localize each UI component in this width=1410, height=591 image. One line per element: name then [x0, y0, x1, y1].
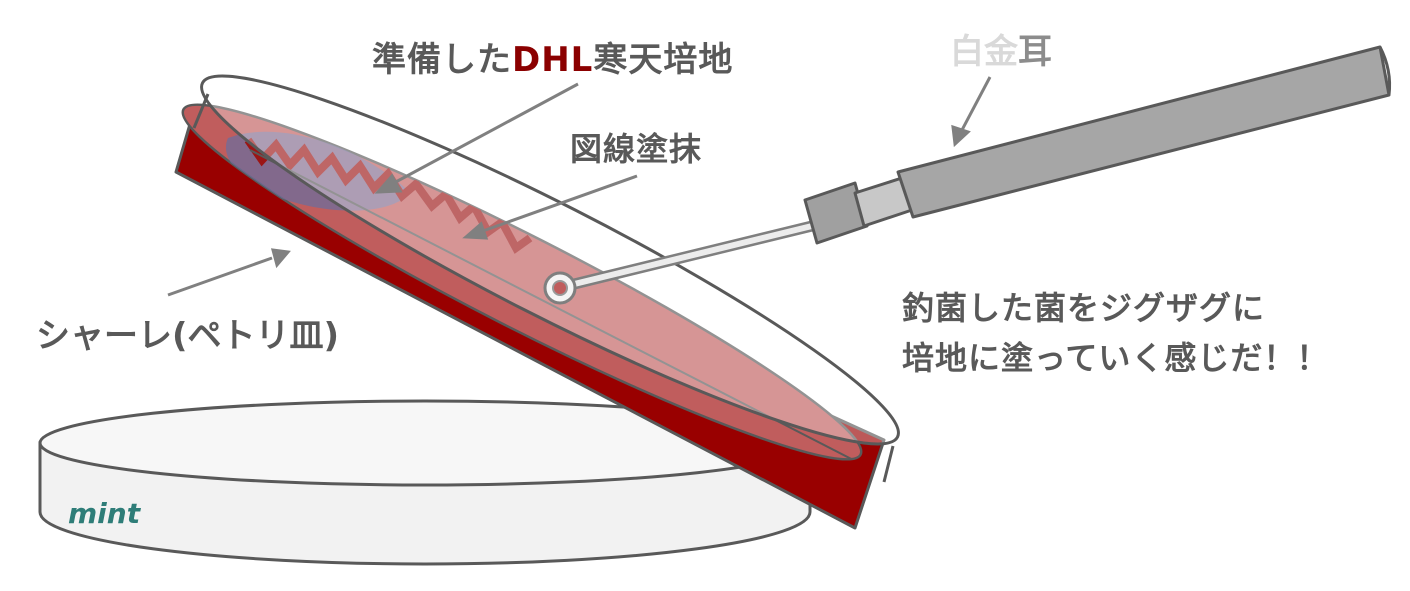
arrow-to-medium [391, 82, 579, 186]
streak-lines [244, 137, 533, 254]
label-streak-method: 図線塗抹 [570, 130, 703, 168]
loop-wire-highlight [559, 223, 815, 290]
dish-bottom [38, 399, 812, 566]
loop-ring-center [552, 280, 568, 296]
label-agar-medium-dhl: DHL [512, 40, 594, 80]
callout-arrows [167, 76, 992, 297]
arrow-to-dish [167, 256, 273, 297]
label-inoculation-loop: 白金耳 [950, 24, 1052, 73]
arrow-to-loop-head [951, 124, 971, 148]
description-text: 釣菌した菌をジグザグに培地に塗っていく感じだ！！ [902, 283, 1329, 383]
label-agar-medium: 準備したDHL寒天培地 [372, 32, 733, 81]
arrow-to-loop [960, 76, 992, 131]
brand-text: mint [68, 497, 141, 530]
streak-divider-line [249, 149, 866, 467]
arrow-to-dish-head [270, 248, 291, 269]
loop-handle-end [1378, 46, 1392, 96]
label-agar-medium-prefix: 準備した [372, 40, 512, 80]
arrow-to-streak [479, 174, 638, 234]
description-line-2: 培地に塗っていく感じだ！！ [902, 339, 1330, 377]
label-loop-part1: 白金 [950, 32, 1018, 72]
arrow-to-streak-head [462, 221, 489, 240]
dish-lid-rim [192, 93, 895, 483]
inoculation-loop [543, 45, 1392, 305]
agar-plate [174, 103, 886, 530]
description-line-1: 釣菌した菌をジグザグに [902, 289, 1266, 327]
label-loop-part2: 耳 [1018, 32, 1052, 72]
label-agar-medium-suffix: 寒天培地 [593, 40, 734, 80]
dish-lid [200, 74, 900, 446]
arrow-to-medium-head [374, 173, 403, 194]
label-petri-dish: シャーレ(ペトリ皿) [36, 316, 340, 356]
